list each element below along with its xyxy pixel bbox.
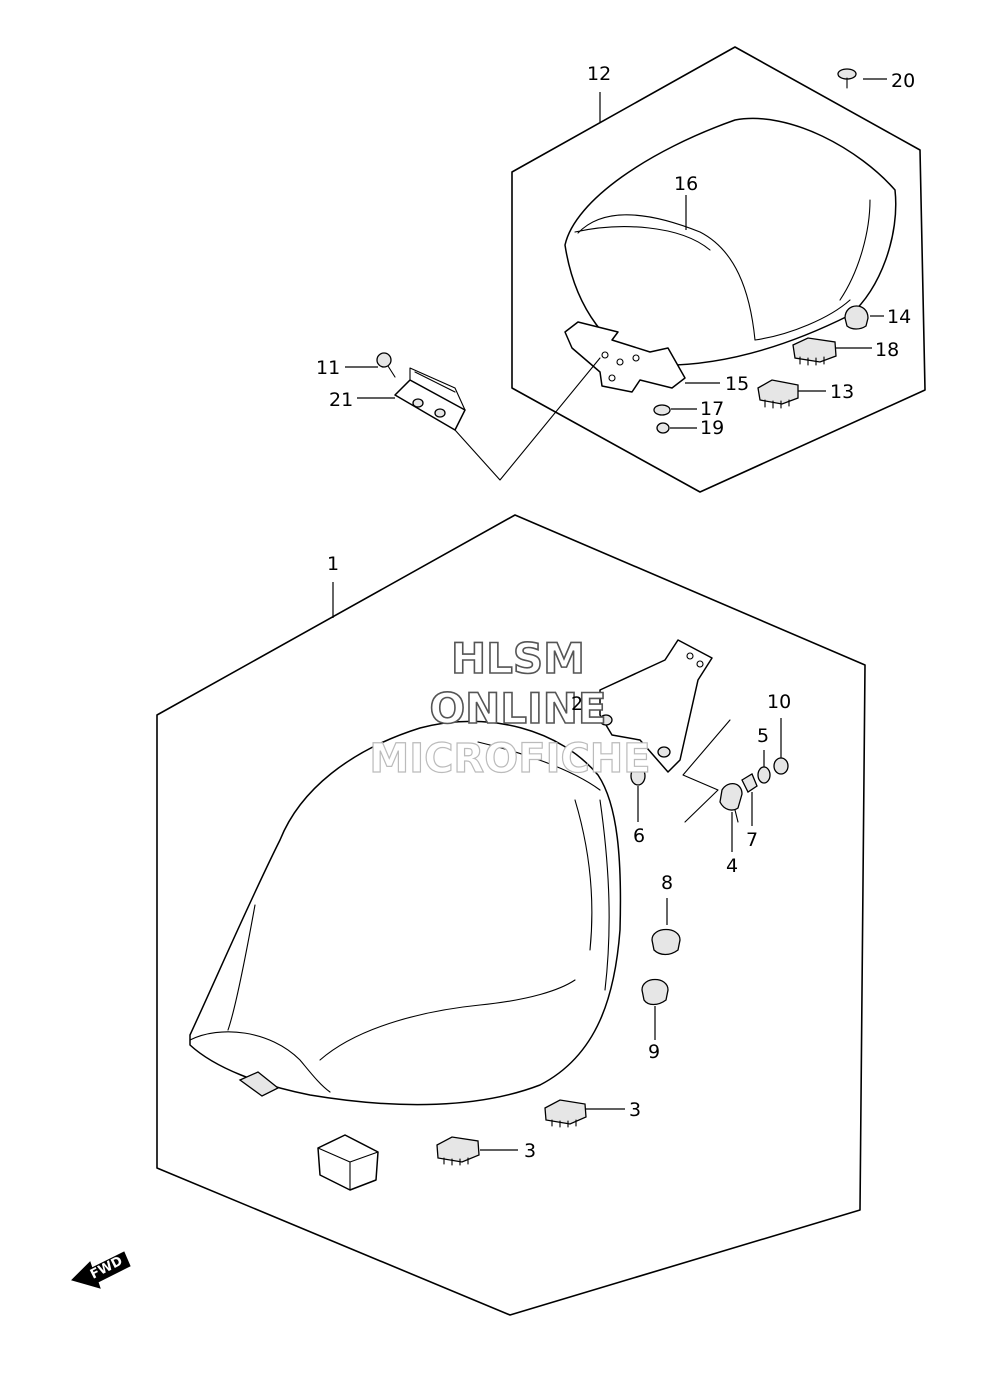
label-part-12: 12	[587, 63, 611, 85]
label-part-3-b: 3	[524, 1140, 536, 1162]
label-part-1: 1	[327, 553, 339, 575]
label-part-11: 11	[316, 357, 340, 379]
break-line	[682, 719, 731, 823]
label-part-15: 15	[725, 373, 749, 395]
label-part-14: 14	[887, 306, 911, 328]
watermark-line-1: HLSM	[451, 634, 585, 683]
main-seat-group-outline	[156, 514, 866, 1316]
cushion-9	[641, 978, 669, 1006]
rubber-13	[757, 379, 799, 409]
lock-4	[719, 783, 743, 823]
washer-5	[757, 766, 771, 784]
parts-box	[317, 1134, 379, 1191]
label-part-5: 5	[757, 725, 769, 747]
washer-17	[653, 404, 671, 416]
rubber-3-a	[544, 1099, 587, 1128]
part-labels: 1 2 3 3 4 5 6 7 8 9 10 11 12 13 14 15 16…	[316, 63, 915, 1162]
label-part-7: 7	[746, 829, 758, 851]
fwd-arrow-icon	[71, 1251, 131, 1289]
rubber-18	[792, 337, 837, 366]
label-part-13: 13	[830, 381, 854, 403]
label-part-3-a: 3	[629, 1099, 641, 1121]
label-part-17: 17	[700, 398, 724, 420]
washer-6	[630, 766, 646, 786]
watermark-line-3: MICROFICHE	[369, 736, 650, 782]
label-part-19: 19	[700, 417, 724, 439]
pin-7	[741, 773, 758, 793]
label-part-4: 4	[726, 855, 738, 877]
seat-bracket-2	[599, 639, 713, 773]
watermark-line-2: ONLINE	[429, 684, 606, 733]
label-part-21: 21	[329, 389, 353, 411]
cushion-8	[651, 928, 681, 956]
nut-19	[656, 422, 670, 434]
label-part-2: 2	[571, 693, 583, 715]
cushion-14	[844, 305, 869, 330]
pillion-seat-group-outline	[511, 46, 926, 493]
leader-lines	[332, 78, 887, 1151]
screw-20	[837, 68, 857, 89]
watermark: HLSM ONLINE MICROFICHE	[369, 633, 651, 782]
label-part-16: 16	[674, 173, 698, 195]
pillion-seat	[564, 117, 897, 367]
connection-line	[454, 357, 601, 481]
rubber-3-b	[436, 1136, 480, 1166]
label-part-6: 6	[633, 825, 645, 847]
seat-bracket-15	[564, 321, 686, 393]
label-part-18: 18	[875, 339, 899, 361]
nut-10	[773, 757, 789, 775]
main-seat	[189, 720, 622, 1106]
label-part-8: 8	[661, 872, 673, 894]
label-part-20: 20	[891, 70, 915, 92]
bracket-21	[394, 367, 466, 431]
label-part-10: 10	[767, 691, 791, 713]
fwd-direction-badge: FWD	[71, 1251, 131, 1289]
bolt-11	[376, 352, 396, 378]
label-part-9: 9	[648, 1041, 660, 1063]
